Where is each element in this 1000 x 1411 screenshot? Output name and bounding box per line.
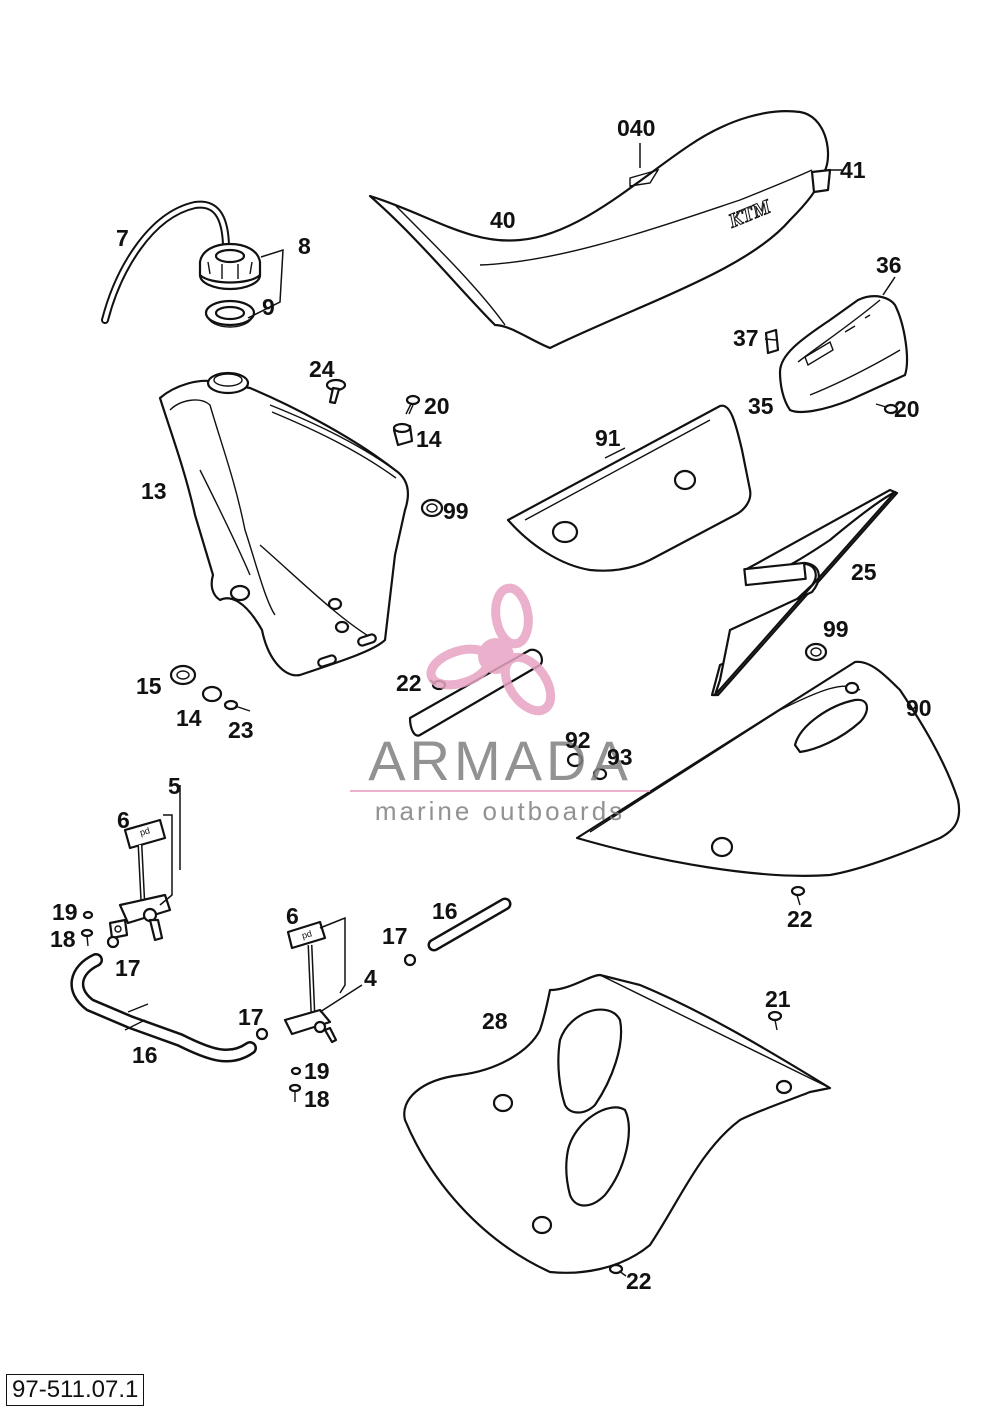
label-9: 9 (262, 294, 275, 320)
label-22-middle: 22 (396, 670, 422, 696)
label-7: 7 (116, 225, 129, 251)
label-35: 35 (748, 393, 774, 419)
label-99-panel: 99 (823, 616, 849, 642)
label-5: 5 (168, 773, 181, 799)
label-8: 8 (298, 233, 311, 259)
watermark-tagline: marine outboards (375, 796, 625, 826)
screw-21 (767, 1010, 783, 1031)
watermark-brand: ARMADA (368, 729, 632, 792)
label-28: 28 (482, 1008, 508, 1034)
fuel-tank-13 (158, 371, 410, 677)
screw-18a (80, 928, 94, 947)
filler-cap-8 (198, 242, 262, 291)
label-40: 40 (490, 207, 516, 233)
screw-18b (288, 1083, 302, 1102)
label-37: 37 (733, 325, 759, 351)
bushing-14b (201, 685, 223, 703)
leader-lines (159, 143, 896, 1013)
label-040: 040 (617, 115, 655, 141)
drawing-number: 97-511.07.1 (6, 1374, 145, 1406)
label-20-tank: 20 (424, 393, 450, 419)
label-19-left: 19 (52, 899, 78, 925)
tool-bag-35 (778, 295, 909, 414)
label-6-left: 6 (117, 807, 130, 833)
seat-part: KTM (368, 110, 832, 350)
label-24: 24 (309, 356, 335, 382)
washer-92 (566, 752, 584, 768)
nut-93 (592, 767, 608, 781)
clip-37 (764, 328, 780, 355)
label-23: 23 (228, 717, 254, 743)
callout-labels: 040 41 40 7 8 9 36 37 35 20 24 20 14 13 … (50, 115, 932, 1294)
bolt-24 (325, 378, 347, 405)
label-15: 15 (136, 673, 162, 699)
label-17-middle: 17 (382, 923, 408, 949)
label-13: 13 (141, 478, 167, 504)
foam-strip-25 (710, 488, 899, 697)
side-cover-90 (575, 660, 961, 877)
bushing-14a (392, 422, 414, 447)
gasket-9 (204, 299, 256, 328)
label-99-tank: 99 (443, 498, 469, 524)
fuel-line-16b (427, 897, 512, 952)
clamp-17a (106, 935, 120, 949)
spoiler-28 (403, 973, 832, 1274)
grommet-99a (420, 498, 444, 518)
armada-watermark: ARMADA marine outboards (350, 583, 650, 826)
label-14-bottom: 14 (176, 705, 202, 731)
label-92: 92 (565, 727, 591, 753)
label-36: 36 (876, 252, 902, 278)
label-17-lower: 17 (238, 1004, 264, 1030)
label-25: 25 (851, 559, 877, 585)
screw-22b (790, 885, 806, 906)
label-20-tool: 20 (894, 396, 920, 422)
side-panel-91 (506, 404, 752, 572)
screw-19b (290, 1066, 302, 1076)
rubber-15 (169, 664, 197, 686)
fuel-hose-7 (101, 200, 230, 324)
fuel-tap-5: pd (108, 818, 172, 942)
fuel-line-16a (70, 953, 257, 1063)
label-90: 90 (906, 695, 932, 721)
panel-strip (408, 648, 544, 737)
label-6-right: 6 (286, 903, 299, 929)
grommet-99b (804, 642, 828, 662)
label-18-left: 18 (50, 926, 76, 952)
label-22-right: 22 (787, 906, 813, 932)
label-41: 41 (840, 157, 866, 183)
screw-20a (405, 394, 421, 415)
label-16-middle: 16 (432, 898, 458, 924)
label-17-left: 17 (115, 955, 141, 981)
clamp-17b (403, 953, 417, 967)
bolt-23 (223, 699, 251, 712)
svg-text:pd: pd (139, 825, 151, 837)
label-19-lower: 19 (304, 1058, 330, 1084)
label-18-lower: 18 (304, 1086, 330, 1112)
label-14-top: 14 (416, 426, 442, 452)
svg-text:pd: pd (301, 928, 313, 940)
screw-22c (608, 1263, 627, 1277)
propeller-logo-icon (426, 583, 556, 716)
label-91: 91 (595, 425, 621, 451)
label-93: 93 (607, 744, 633, 770)
label-21: 21 (765, 986, 791, 1012)
screw-20b (875, 403, 899, 415)
clamp-17c (255, 1027, 269, 1041)
label-16-left: 16 (132, 1042, 158, 1068)
screw-19a (82, 910, 94, 920)
label-22-bottom: 22 (626, 1268, 652, 1294)
fuel-tap-4: pd (283, 920, 338, 1044)
label-4: 4 (364, 965, 377, 991)
